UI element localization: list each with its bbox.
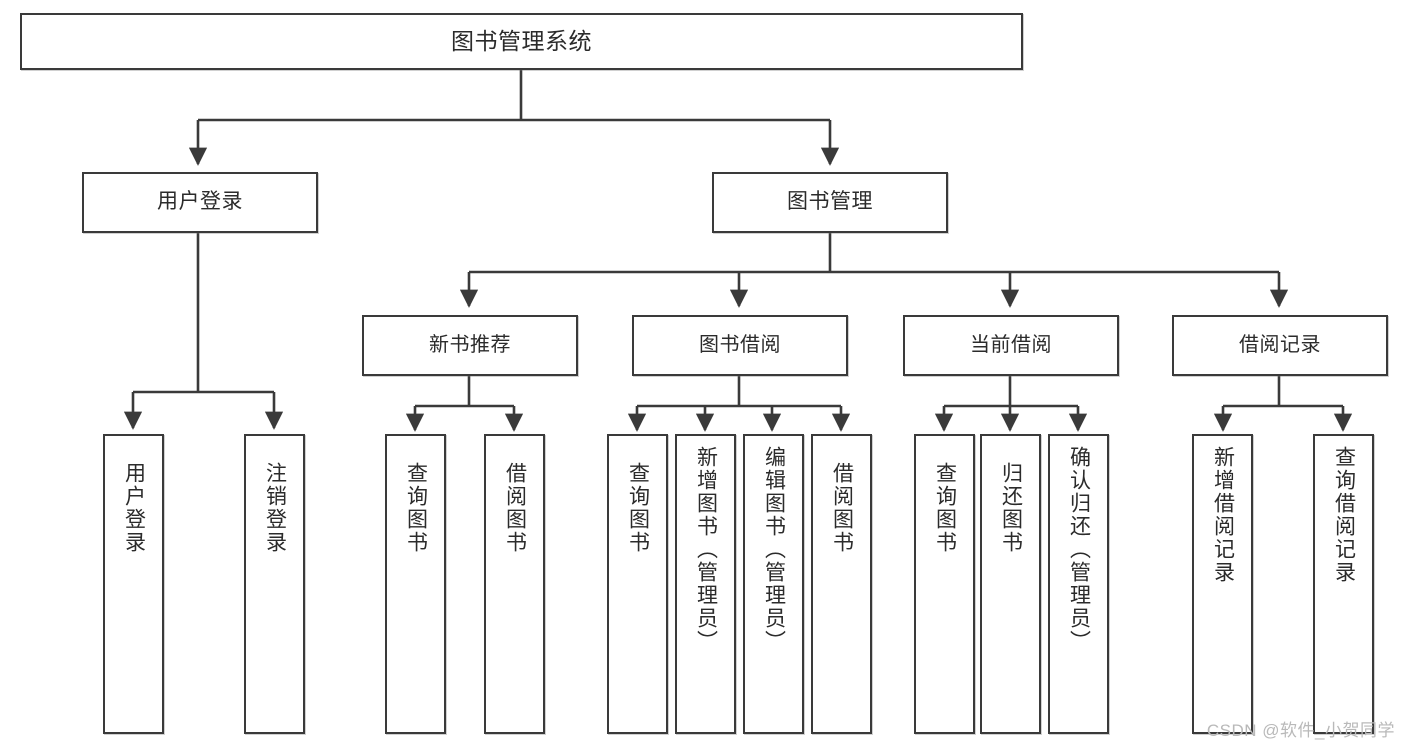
leaf-query-borrow-record[interactable]: 查询借阅记录 — [1313, 434, 1374, 734]
node-current-borrow[interactable]: 当前借阅 — [903, 315, 1119, 376]
leaf-add-book[interactable]: 新增图书（管理员） — [675, 434, 736, 734]
node-label: 用户登录 — [157, 190, 243, 214]
leaf-query-book-recommend[interactable]: 查询图书 — [385, 434, 446, 734]
node-label: 编辑图书（管理员） — [762, 446, 786, 653]
leaf-query-book-current[interactable]: 查询图书 — [914, 434, 975, 734]
node-label: 查询图书 — [404, 462, 428, 554]
leaf-add-borrow-record[interactable]: 新增借阅记录 — [1192, 434, 1253, 734]
leaf-edit-book[interactable]: 编辑图书（管理员） — [743, 434, 804, 734]
node-label: 确认归还（管理员） — [1067, 446, 1091, 653]
node-label: 归还图书 — [999, 462, 1023, 554]
leaf-user-login[interactable]: 用户登录 — [103, 434, 164, 734]
node-user-login[interactable]: 用户登录 — [82, 172, 318, 233]
node-label: 查询图书 — [626, 462, 650, 554]
csdn-watermark: CSDN @软件_小贺同学 — [1206, 721, 1395, 740]
node-label: 新书推荐 — [429, 333, 511, 356]
node-label: 图书管理系统 — [451, 28, 592, 55]
node-book-management[interactable]: 图书管理 — [712, 172, 948, 233]
node-label: 图书借阅 — [699, 333, 781, 356]
leaf-borrow-book-borrow[interactable]: 借阅图书 — [811, 434, 872, 734]
node-root-system[interactable]: 图书管理系统 — [20, 13, 1023, 70]
node-label: 借阅图书 — [830, 462, 854, 554]
leaf-return-book[interactable]: 归还图书 — [980, 434, 1041, 734]
node-label: 借阅图书 — [503, 462, 527, 554]
node-label: 注销登录 — [263, 462, 287, 554]
node-book-borrow[interactable]: 图书借阅 — [632, 315, 848, 376]
node-label: 图书管理 — [787, 190, 873, 214]
node-label: 新增图书（管理员） — [694, 446, 718, 653]
leaf-borrow-book-recommend[interactable]: 借阅图书 — [484, 434, 545, 734]
leaf-user-logout[interactable]: 注销登录 — [244, 434, 305, 734]
node-borrow-record[interactable]: 借阅记录 — [1172, 315, 1388, 376]
leaf-confirm-return[interactable]: 确认归还（管理员） — [1048, 434, 1109, 734]
node-label: 查询借阅记录 — [1332, 446, 1356, 584]
node-label: 新增借阅记录 — [1211, 446, 1235, 584]
node-label: 当前借阅 — [970, 333, 1052, 356]
node-label: 查询图书 — [933, 462, 957, 554]
node-label: 用户登录 — [122, 462, 146, 554]
node-new-book-recommend[interactable]: 新书推荐 — [362, 315, 578, 376]
leaf-query-book-borrow[interactable]: 查询图书 — [607, 434, 668, 734]
node-label: 借阅记录 — [1239, 333, 1321, 356]
